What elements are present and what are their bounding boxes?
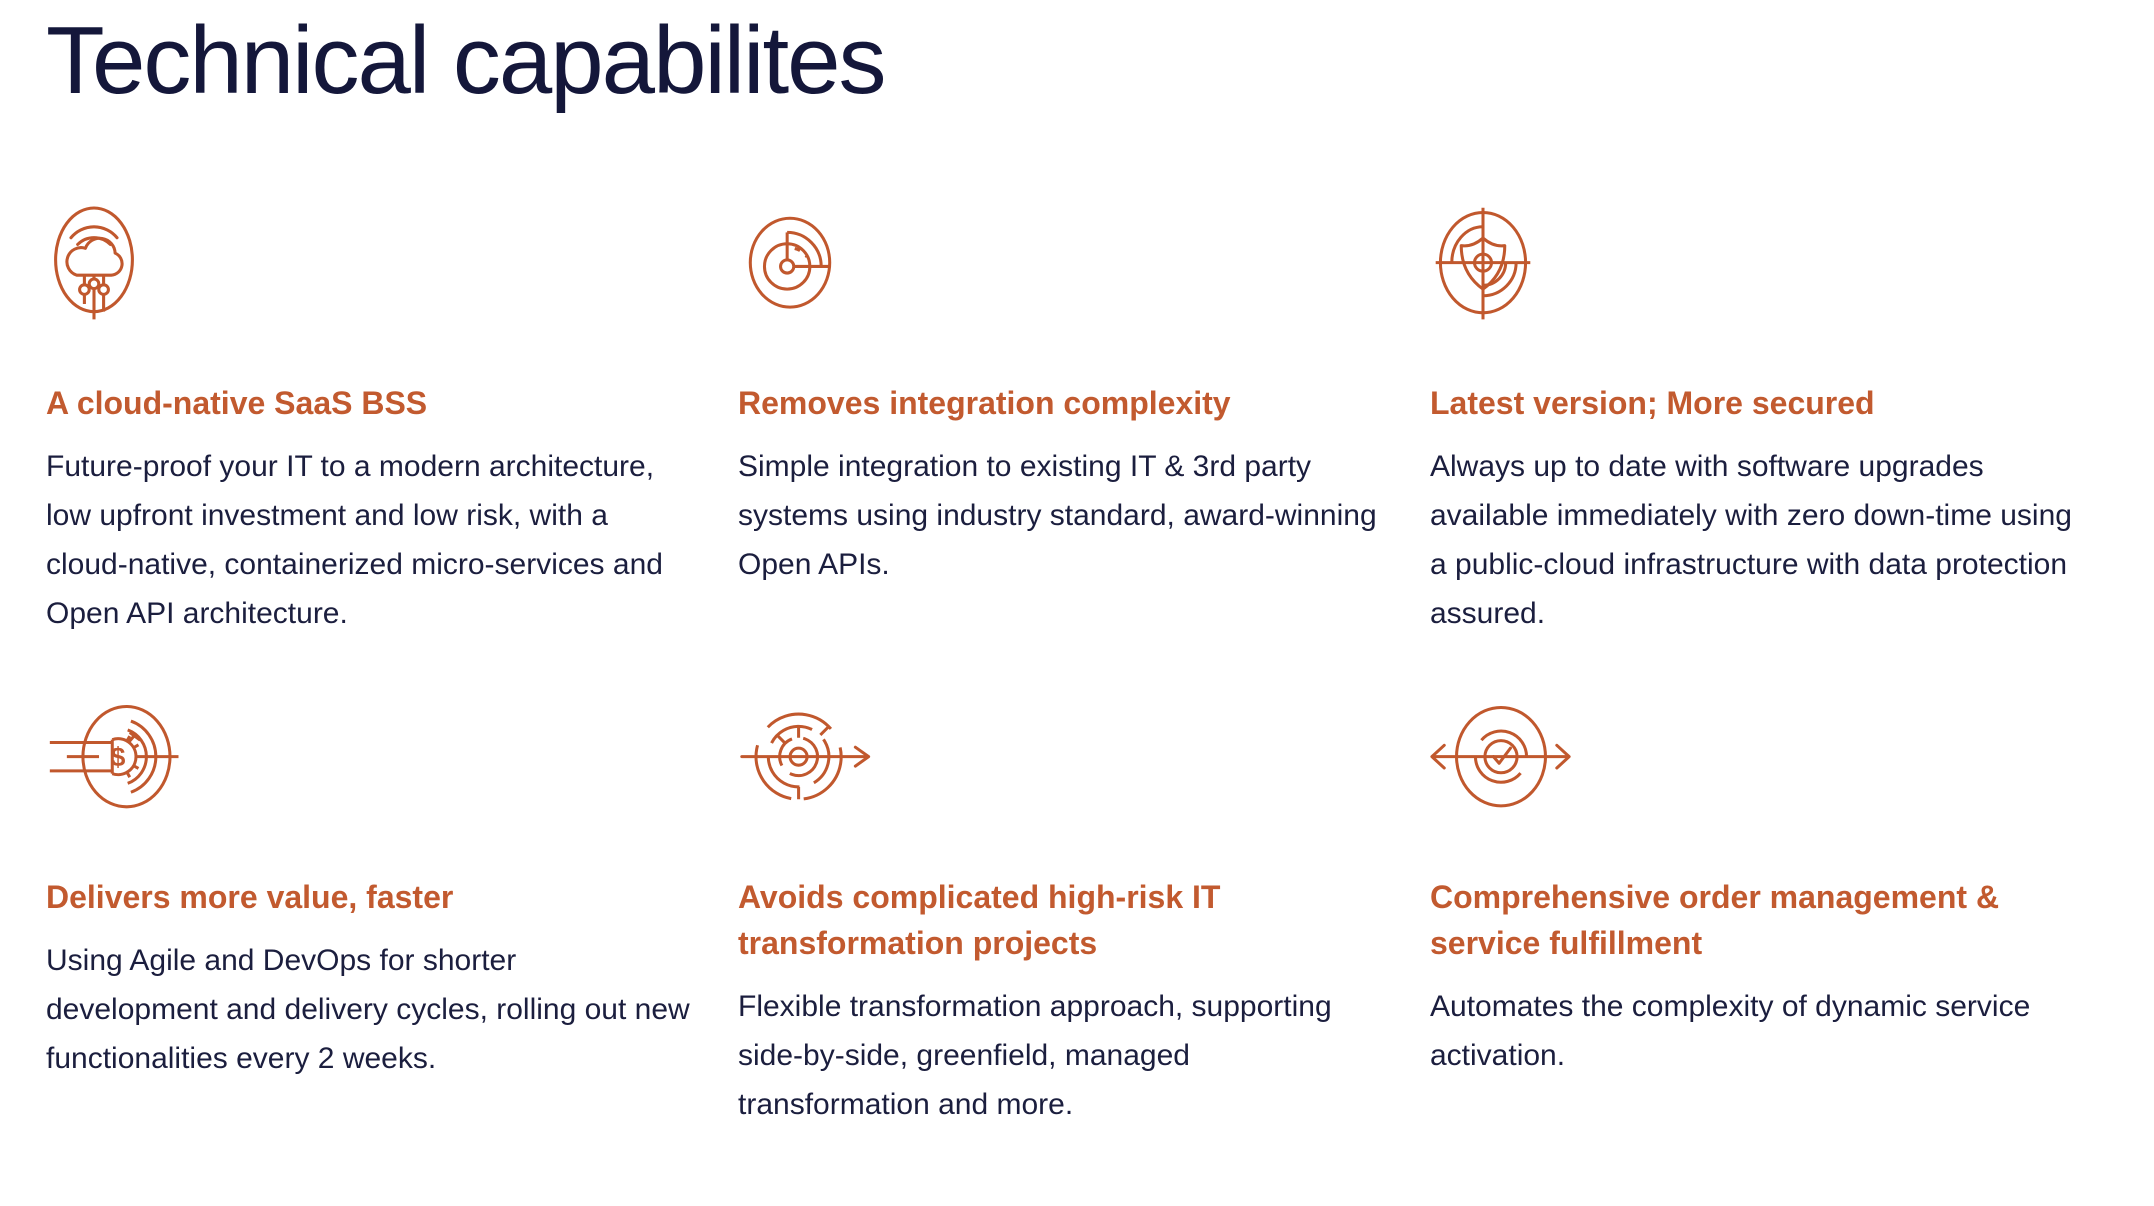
svg-text:$: $ xyxy=(111,742,126,772)
capability-cards-grid: A cloud-native SaaS BSS Future-proof you… xyxy=(46,204,2154,1129)
maze-arrow-icon xyxy=(740,712,871,801)
speed-value-icon: $ xyxy=(49,704,179,808)
shield-target-icon xyxy=(1435,207,1531,320)
technical-capabilities-section: Technical capabilites A cloud-native xyxy=(46,7,2154,1129)
card-title: Removes integration complexity xyxy=(738,384,1231,421)
card-title: Latest version; More secured xyxy=(1430,384,1875,421)
card-body: Using Agile and DevOps for shorter devel… xyxy=(46,943,690,1075)
card-body: Simple integration to existing IT & 3rd … xyxy=(738,449,1377,581)
card-removes-integration-complexity: Removes integration complexity Simple in… xyxy=(738,204,1386,638)
card-title: Comprehensive order management & service… xyxy=(1430,878,2000,961)
card-title: A cloud-native SaaS BSS xyxy=(46,384,428,421)
card-avoids-high-risk-it-transformation: Avoids complicated high-risk IT transfor… xyxy=(738,698,1386,1129)
page-title: Technical capabilites xyxy=(46,7,887,114)
integration-radar-icon xyxy=(748,216,832,309)
card-delivers-more-value-faster: $ Delivers more value, faster Using Agil… xyxy=(46,698,694,1129)
order-fulfillment-icon xyxy=(1430,705,1571,807)
cloud-native-icon xyxy=(54,206,134,319)
card-latest-version-more-secured: Latest version; More secured Always up t… xyxy=(1430,204,2078,638)
card-body: Automates the complexity of dynamic serv… xyxy=(1430,989,2031,1072)
card-body: Flexible transformation approach, suppor… xyxy=(738,989,1332,1121)
card-body: Future-proof your IT to a modern archite… xyxy=(46,449,663,630)
card-title: Avoids complicated high-risk IT transfor… xyxy=(738,878,1221,961)
card-order-management-service-fulfillment: Comprehensive order management & service… xyxy=(1430,698,2078,1129)
card-body: Always up to date with software upgrades… xyxy=(1430,449,2072,630)
card-cloud-native-saas-bss: A cloud-native SaaS BSS Future-proof you… xyxy=(46,204,694,638)
card-title: Delivers more value, faster xyxy=(46,878,454,915)
